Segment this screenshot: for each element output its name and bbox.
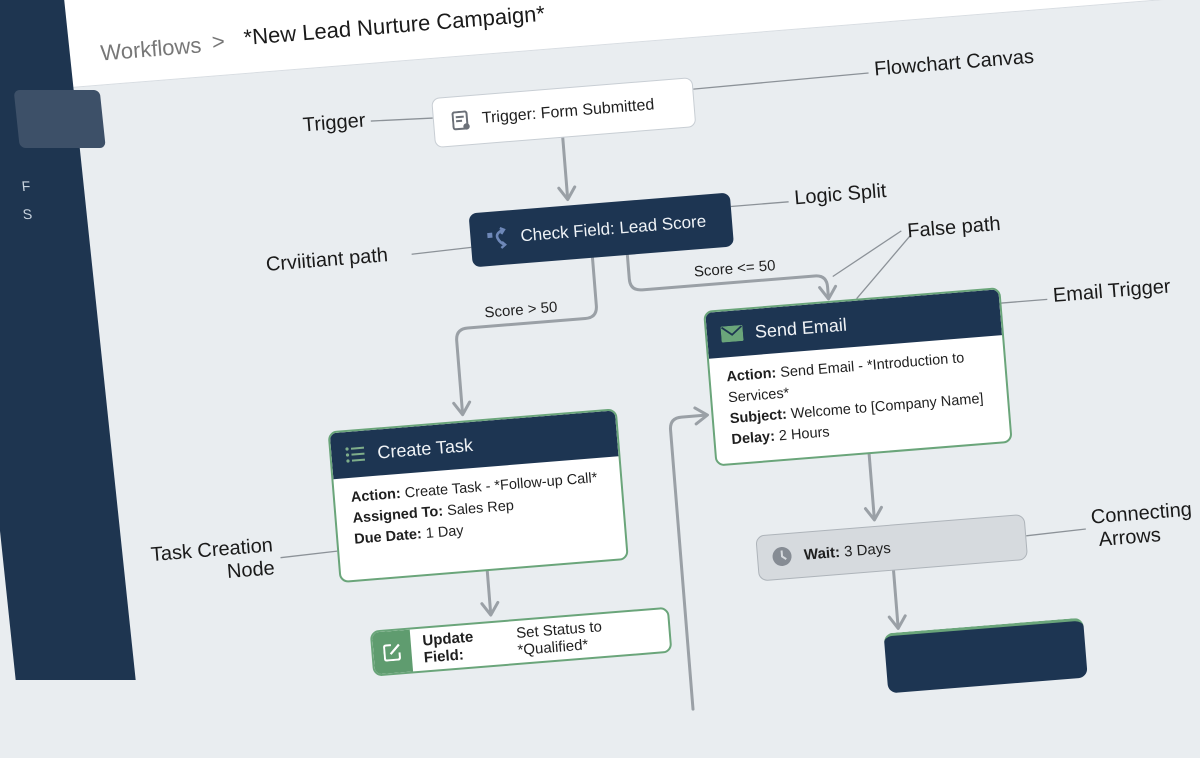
list-icon: [345, 446, 366, 463]
update-value: Set Status to *Qualified*: [515, 618, 603, 659]
wait-value: 3 Days: [843, 539, 892, 560]
send-email-node[interactable]: Send Email Action: Send Email - *Introdu…: [703, 287, 1013, 467]
clock-icon: [772, 546, 792, 566]
edit-icon: [382, 643, 401, 662]
envelope-icon: [720, 325, 744, 343]
connecting-arrows: [280, 72, 1086, 711]
trigger-label: Trigger: Form Submitted: [481, 96, 655, 128]
sidebar-item-label[interactable]: F: [20, 178, 32, 194]
email-title: Send Email: [754, 314, 848, 342]
sidebar-item-label[interactable]: S: [21, 206, 33, 222]
create-task-node[interactable]: Create Task Action: Create Task - *Follo…: [327, 408, 629, 584]
flowchart-canvas[interactable]: Workflows > *New Lead Nurture Campaign*: [28, 0, 1200, 758]
wait-node[interactable]: Wait: 3 Days: [755, 513, 1029, 582]
logic-label: Check Field: Lead Score: [519, 211, 707, 246]
split-icon: [487, 226, 507, 249]
update-key: Update Field:: [421, 628, 474, 667]
trigger-node[interactable]: Trigger: Form Submitted: [431, 77, 697, 148]
sidebar-item-active[interactable]: [13, 90, 106, 148]
logic-split-node[interactable]: Check Field: Lead Score: [468, 192, 735, 268]
task-title: Create Task: [376, 434, 474, 463]
wait-key: Wait:: [803, 543, 841, 564]
form-icon: [451, 110, 470, 131]
